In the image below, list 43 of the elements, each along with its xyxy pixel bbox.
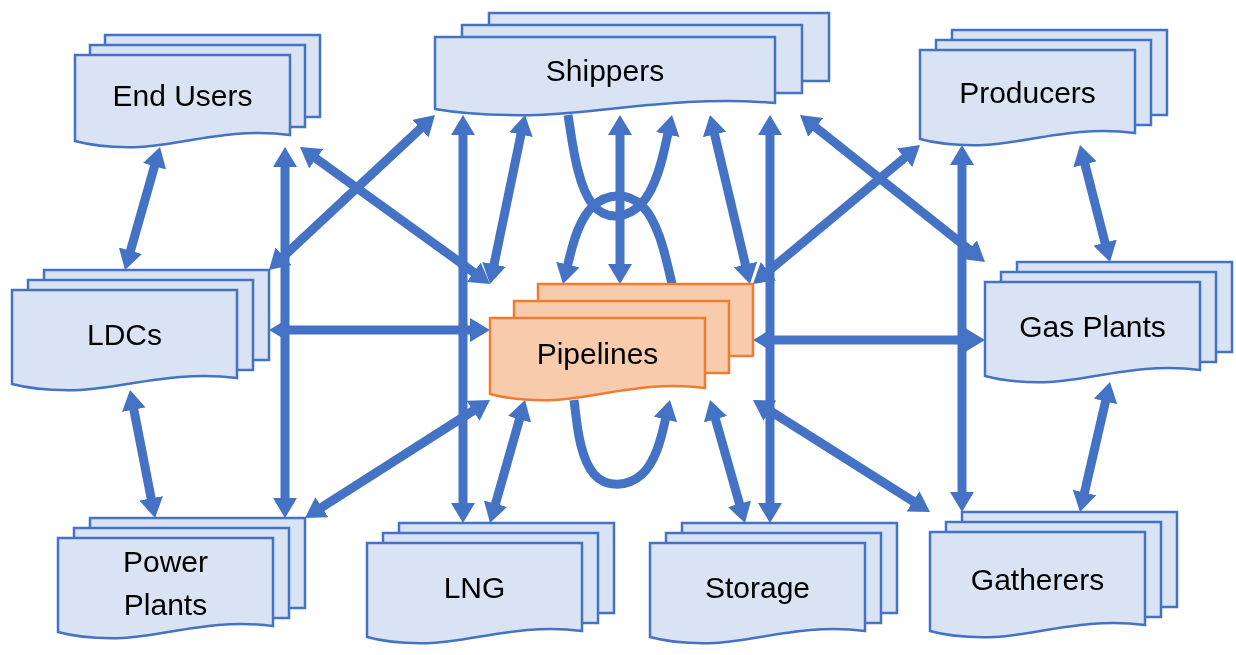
node-label: Pipelines [536, 336, 659, 373]
double-arrow [753, 400, 930, 512]
double-arrow [305, 400, 490, 518]
node-label: End Users [112, 78, 253, 115]
double-arrow [702, 115, 758, 284]
node-label: Power Plants [121, 543, 209, 623]
double-arrow [608, 115, 632, 284]
document-stack [650, 523, 897, 643]
curved-arrow [569, 399, 678, 489]
double-arrow [703, 400, 752, 523]
document-stack [930, 512, 1177, 637]
node-label: Storage [704, 570, 811, 607]
double-arrow [300, 147, 490, 284]
document-stack [985, 262, 1232, 382]
curved-arrow [563, 114, 680, 221]
double-arrow [1072, 382, 1118, 512]
double-arrow [122, 390, 163, 518]
node-label: LNG [443, 570, 506, 607]
double-arrow [273, 147, 297, 518]
node-label: Gas Plants [1019, 309, 1166, 346]
node-label: Shippers [545, 53, 665, 90]
double-arrow [118, 147, 167, 270]
document-stack [367, 523, 614, 643]
double-arrow [482, 115, 533, 284]
node-label: LDCs [87, 317, 162, 354]
document-stack [75, 35, 320, 147]
double-arrow [753, 145, 920, 284]
document-stack [12, 270, 269, 390]
double-arrow [758, 115, 782, 523]
node-label: Gatherers [970, 561, 1105, 598]
double-arrow [753, 328, 985, 352]
document-stack [58, 518, 305, 638]
document-stack [435, 13, 829, 115]
double-arrow [1073, 145, 1117, 262]
double-arrow [269, 115, 435, 270]
double-arrow [483, 400, 532, 523]
double-arrow [800, 115, 985, 262]
node-label: Producers [959, 74, 1096, 111]
double-arrow [451, 115, 475, 523]
double-arrow [950, 145, 974, 512]
double-arrow [269, 318, 490, 342]
document-stack [920, 30, 1167, 145]
highlighted-document-stack [490, 284, 753, 400]
